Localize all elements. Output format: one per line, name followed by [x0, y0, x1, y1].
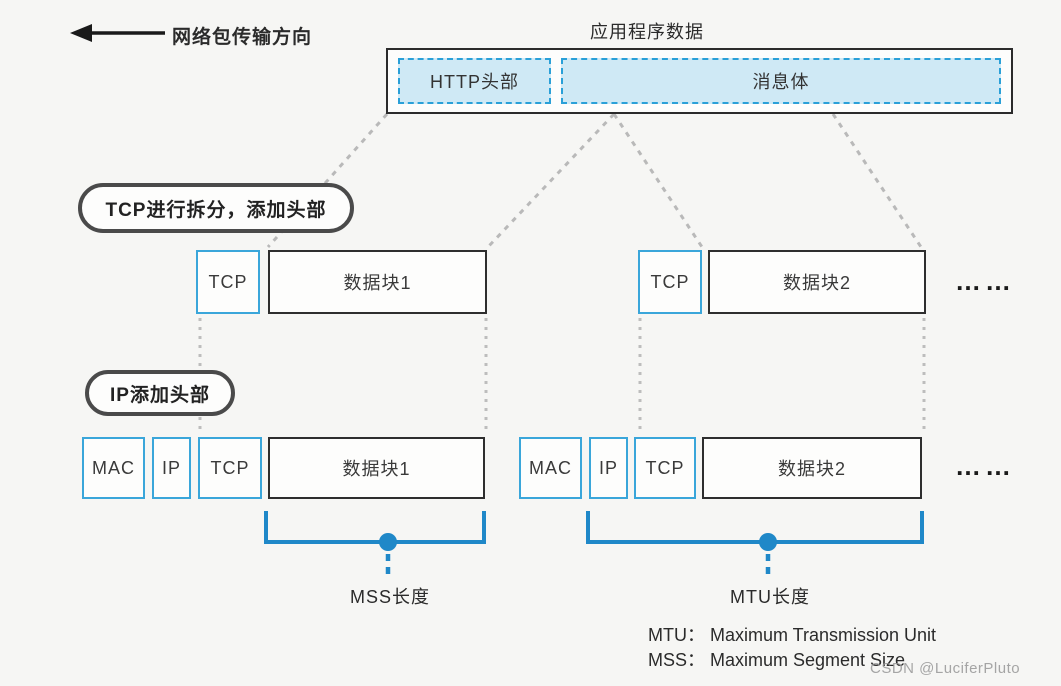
mtu-bracket: [586, 511, 924, 579]
mac-header-box-pkt1: MAC: [82, 437, 145, 499]
mss-abbr: MSS：: [648, 650, 706, 670]
mac-header-box-pkt2: MAC: [519, 437, 582, 499]
ip-add-step-bubble: IP添加头部: [85, 370, 235, 416]
data-block-2-pkt: 数据块2: [702, 437, 922, 499]
ellipsis-segments: ……: [955, 266, 1015, 296]
message-body-box: 消息体: [561, 58, 1001, 104]
mtu-length-label: MTU长度: [730, 587, 810, 607]
mss-length-label: MSS长度: [349, 587, 430, 607]
tcp-split-step-bubble: TCP进行拆分，添加头部: [78, 183, 354, 233]
data-block-2-seg: 数据块2: [708, 250, 926, 314]
left-arrow-icon: [70, 24, 165, 42]
watermark: CSDN @LuciferPluto: [870, 660, 1021, 677]
http-header-box: HTTP头部: [398, 58, 551, 104]
mss-full: Maximum Segment Size: [710, 650, 906, 670]
data-block-1-seg: 数据块1: [268, 250, 487, 314]
mtu-abbr: MTU：: [648, 625, 705, 645]
row-dotted-links: [198, 318, 926, 433]
split-dashed-lines: [266, 112, 923, 249]
app-data-box: HTTP头部 消息体: [386, 48, 1013, 114]
tcp-header-box-seg1: TCP: [196, 250, 260, 314]
transmission-direction-label: 网络包传输方向: [172, 27, 313, 48]
tcp-header-box-seg2: TCP: [638, 250, 702, 314]
mtu-full: Maximum Transmission Unit: [710, 625, 937, 645]
data-block-1-pkt: 数据块1: [268, 437, 485, 499]
ip-header-box-pkt2: IP: [589, 437, 628, 499]
mss-definition: MSS：Maximum Segment Size: [648, 648, 936, 673]
ellipsis-packets: ……: [955, 451, 1015, 481]
abbreviation-definitions: MTU：Maximum Transmission Unit MSS：Maximu…: [648, 623, 936, 673]
app-data-title: 应用程序数据: [590, 22, 704, 42]
tcp-header-box-pkt2: TCP: [634, 437, 696, 499]
tcp-header-box-pkt1: TCP: [198, 437, 262, 499]
mtu-definition: MTU：Maximum Transmission Unit: [648, 623, 936, 648]
ip-header-box-pkt1: IP: [152, 437, 191, 499]
mss-bracket: [264, 511, 486, 579]
